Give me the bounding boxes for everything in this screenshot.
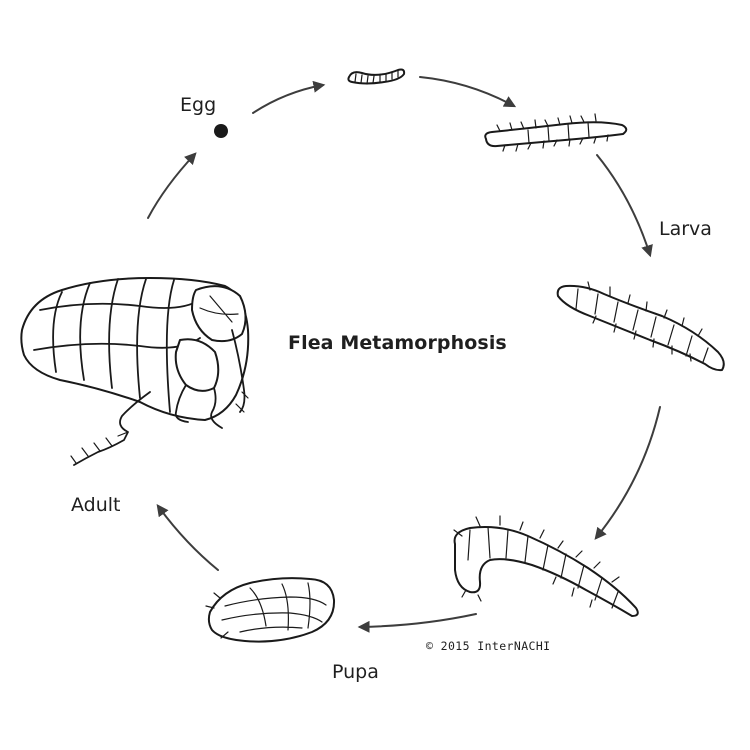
cycle-arrow-icon	[252, 80, 326, 114]
cycle-arrow-icon	[147, 152, 197, 219]
pupa-icon	[205, 577, 336, 643]
larva-curled-icon	[453, 515, 639, 617]
cycle-arrow-icon	[596, 154, 653, 258]
egg-dot-icon	[214, 124, 228, 138]
diagram-title: Flea Metamorphosis	[288, 332, 507, 354]
copyright-notice: © 2015 InterNACHI	[426, 639, 551, 653]
adult-flea-icon	[20, 277, 250, 466]
stage-label-larva: Larva	[659, 218, 712, 240]
larva-medium-icon	[484, 113, 628, 152]
stage-label-pupa: Pupa	[332, 661, 379, 683]
larva-large-icon	[556, 281, 725, 372]
cycle-arrow-icon	[357, 613, 477, 633]
cycle-arrow-icon	[594, 406, 661, 540]
cycle-arrow-icon	[156, 504, 219, 571]
cycle-arrow-icon	[419, 76, 517, 108]
stage-label-adult: Adult	[71, 494, 121, 516]
larva-small-icon	[347, 68, 406, 85]
stage-label-egg: Egg	[180, 94, 217, 116]
cycle-arrows	[147, 76, 661, 633]
